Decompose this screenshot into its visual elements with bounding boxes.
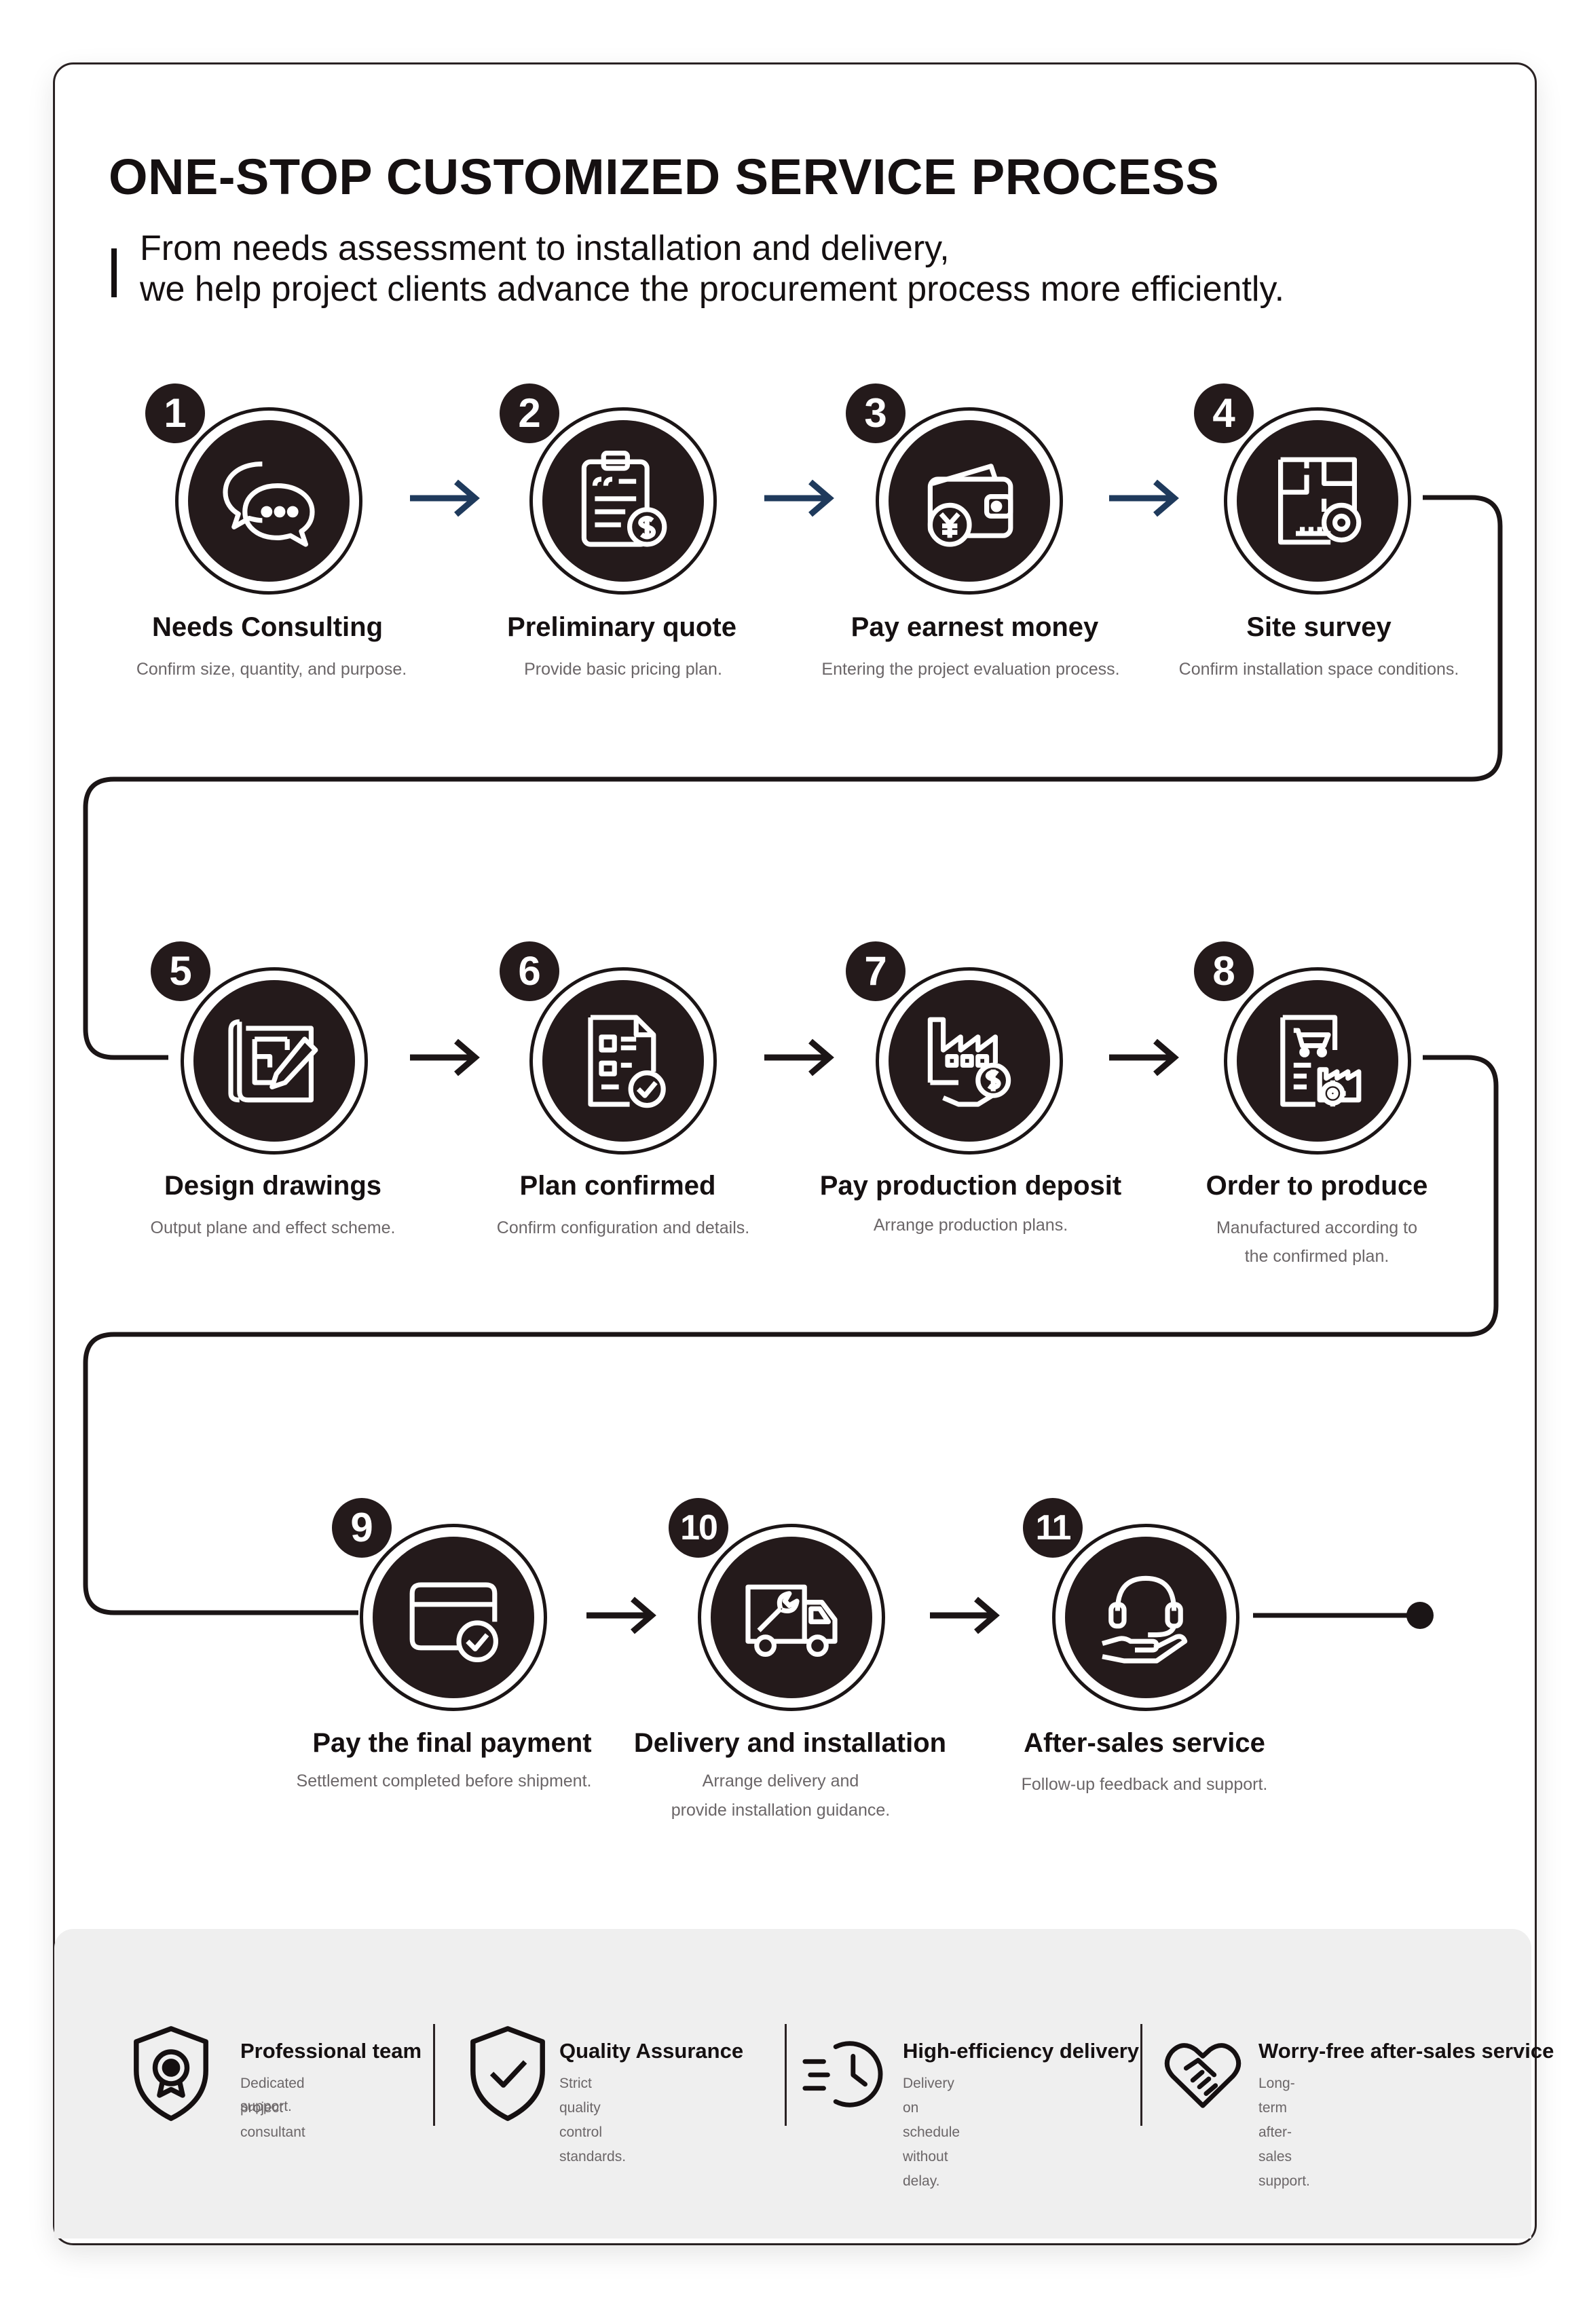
step-icon-ring [1052, 1524, 1239, 1711]
step-title: Pay earnest money [851, 612, 1099, 642]
arrow-icon [1109, 479, 1179, 517]
document-check-icon [588, 1015, 666, 1108]
step-number-badge: 3 [842, 380, 909, 447]
feature-description-line-2: support. [240, 2099, 292, 2114]
clipboard-dollar-icon [581, 451, 667, 547]
step-title: Preliminary quote [507, 612, 736, 642]
step-description: Settlement completed before shipment. [296, 1772, 592, 1791]
step-number-badge: 11 [1020, 1495, 1086, 1561]
step-number-badge: 2 [496, 380, 563, 447]
step-number-badge: 5 [147, 938, 214, 1005]
step-description: Entering the project evaluation process. [821, 660, 1120, 679]
step-icon-ring [698, 1524, 885, 1711]
features-footer [54, 1929, 1531, 2238]
feature-divider [433, 2024, 435, 2126]
arrow-icon [764, 479, 834, 517]
step-icon-ring [1224, 407, 1411, 595]
heart-handshake-icon [1164, 2043, 1241, 2108]
subtitle-line-1: From needs assessment to installation an… [140, 229, 950, 268]
step-icon-ring [876, 967, 1063, 1155]
feature-description: Long-term after-sales support. [1258, 2076, 1310, 2189]
shield-check-icon [470, 2026, 545, 2121]
step-description-line-2: the confirmed plan. [1244, 1247, 1389, 1266]
truck-wrench-icon [745, 1584, 838, 1657]
step-description: Follow-up feedback and support. [1021, 1775, 1268, 1794]
feature-title: Professional team [240, 2039, 422, 2063]
step-number-badge: 1 [142, 380, 208, 447]
step-description: Provide basic pricing plan. [524, 660, 722, 679]
order-factory-gear-icon [1280, 1015, 1362, 1107]
headset-hand-icon [1102, 1575, 1188, 1664]
step-number-badge: 9 [329, 1495, 395, 1561]
step-icon-ring [175, 407, 362, 595]
step-icon-ring [529, 407, 717, 595]
step-icon-ring [529, 967, 717, 1155]
blueprint-pencil-icon [228, 1019, 318, 1103]
shield-badge-icon [134, 2026, 208, 2121]
step-description-line-1: Manufactured according to [1216, 1218, 1417, 1237]
arrow-icon [930, 1596, 1000, 1634]
feature-title: Worry-free after-sales service [1258, 2039, 1554, 2063]
feature-description-line-1: Dedicated project consultant [240, 2076, 305, 2140]
step-icon-ring [1224, 967, 1411, 1155]
step-number-badge: 4 [1191, 380, 1257, 447]
subtitle-line-2: we help project clients advance the proc… [140, 269, 1285, 309]
step-title: Design drawings [164, 1171, 382, 1201]
step-description: Arrange production plans. [873, 1216, 1068, 1235]
step-icon-ring [360, 1524, 547, 1711]
step-description: Output plane and effect scheme. [150, 1218, 396, 1237]
step-number-badge: 6 [496, 938, 563, 1005]
feature-title: High-efficiency delivery [903, 2039, 1140, 2063]
step-description: Confirm size, quantity, and purpose. [136, 660, 407, 679]
step-description: Confirm installation space conditions. [1178, 660, 1459, 679]
step-title: Pay the final payment [312, 1728, 592, 1758]
factory-dollar-icon [927, 1017, 1011, 1107]
flow-end-dot [1406, 1602, 1434, 1629]
step-number-badge: 10 [665, 1495, 732, 1561]
step-title: Delivery and installation [633, 1728, 947, 1758]
feature-divider [785, 2024, 787, 2126]
arrow-icon [586, 1596, 656, 1634]
step-title: Needs Consulting [151, 612, 384, 642]
page-title: ONE-STOP CUSTOMIZED SERVICE PROCESS [109, 149, 1220, 205]
fast-clock-icon [802, 2041, 883, 2107]
step-icon-ring [181, 967, 368, 1155]
step-description-line-1: Arrange delivery and [702, 1772, 859, 1791]
feature-description: Delivery on schedule without delay. [903, 2076, 960, 2189]
step-number-badge: 8 [1191, 938, 1257, 1005]
arrow-icon [1109, 1038, 1179, 1076]
arrow-icon [410, 479, 480, 517]
step-number-badge: 7 [842, 938, 909, 1005]
step-title: Plan confirmed [519, 1171, 716, 1201]
step-description: Confirm configuration and details. [496, 1218, 750, 1237]
step-title: Pay production deposit [819, 1171, 1122, 1201]
step-title: After-sales service [1024, 1728, 1265, 1758]
step-title: Site survey [1246, 612, 1392, 642]
card-check-icon [409, 1582, 498, 1662]
chat-bubbles-icon [223, 462, 315, 547]
arrow-icon [410, 1038, 480, 1076]
feature-title: Quality Assurance [559, 2039, 744, 2063]
step-title: Order to produce [1206, 1171, 1428, 1201]
subtitle-accent-bar [111, 248, 117, 297]
feature-divider [1140, 2024, 1142, 2126]
floorplan-tape-measure-icon [1278, 457, 1362, 545]
step-description-line-2: provide installation guidance. [671, 1801, 891, 1820]
feature-description: Strict quality control standards. [559, 2076, 627, 2164]
arrow-icon [764, 1038, 834, 1076]
wallet-yen-icon [927, 464, 1013, 547]
step-icon-ring [876, 407, 1063, 595]
